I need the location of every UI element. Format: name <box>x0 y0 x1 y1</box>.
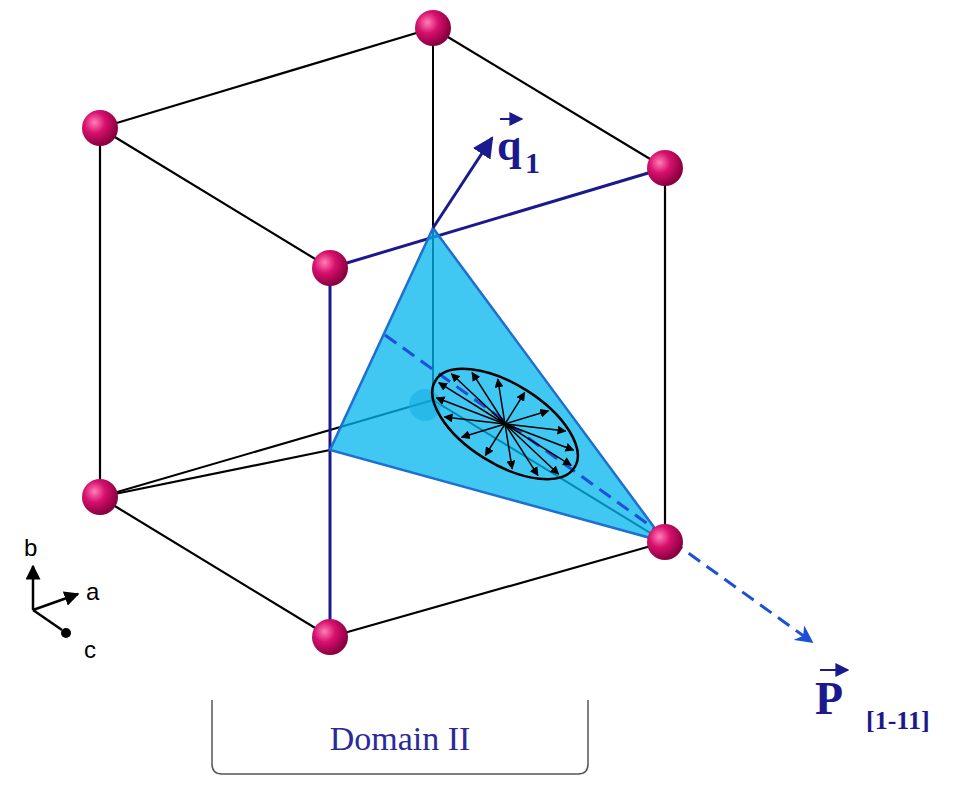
axes <box>33 566 78 630</box>
axis-dot <box>61 628 71 638</box>
lattice-plane <box>330 228 665 542</box>
spin-arrow <box>505 395 548 440</box>
axis-label: b <box>24 536 37 560</box>
vector-label: P <box>815 676 843 722</box>
spin-ellipse <box>414 347 595 502</box>
vector-accent <box>500 118 522 120</box>
axis-label: a <box>86 580 99 604</box>
spin-arrow <box>436 386 505 436</box>
spin-arrow <box>439 383 505 424</box>
bracket <box>212 700 588 774</box>
cube-front-edges <box>330 168 665 637</box>
spin-arrow <box>480 379 523 424</box>
cube-edges <box>100 28 665 637</box>
cube-back-edges <box>100 28 665 542</box>
domain-label: Domain II <box>330 722 471 756</box>
q-vector-arrow <box>433 138 492 228</box>
polarization-arrow <box>385 335 812 642</box>
axis-label: c <box>84 638 96 662</box>
spin-arrow <box>505 412 574 462</box>
atoms <box>82 10 683 655</box>
vector-accent <box>820 669 848 671</box>
vector-label: q <box>497 124 521 168</box>
subscript-label: 1 <box>525 148 540 178</box>
direction-index: [1-11] <box>866 708 930 734</box>
